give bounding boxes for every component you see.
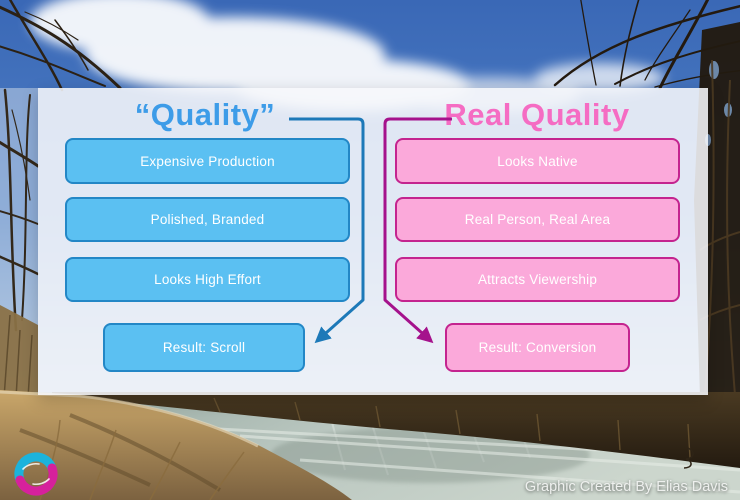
quality-box-3: Looks High Effort (65, 257, 350, 302)
credit-text: Graphic Created By Elias Davis (524, 479, 728, 495)
real-quality-box-1: Looks Native (395, 138, 680, 184)
wave-hands-logo-icon (14, 452, 58, 496)
real-quality-title: Real Quality (444, 97, 630, 132)
real-quality-box-3: Attracts Viewership (395, 257, 680, 302)
quality-box-2: Polished, Branded (65, 197, 350, 242)
quality-result-box: Result: Scroll (103, 323, 305, 372)
real-quality-box-2: Real Person, Real Area (395, 197, 680, 242)
real-quality-result-box: Result: Conversion (445, 323, 630, 372)
fake-quality-title: “Quality” (134, 97, 276, 132)
quality-box-1: Expensive Production (65, 138, 350, 184)
